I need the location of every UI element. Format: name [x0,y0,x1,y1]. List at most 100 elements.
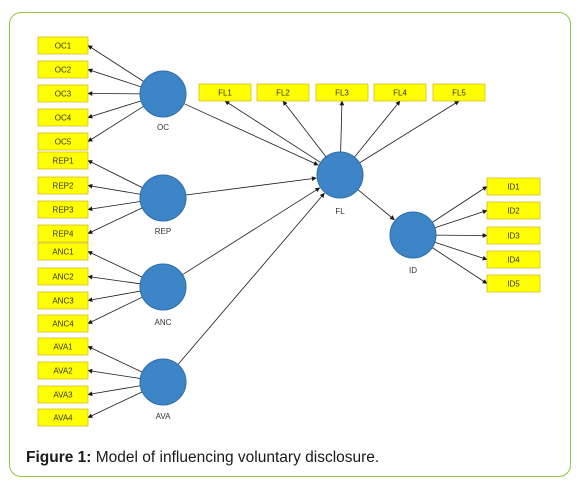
indicator-label-id3: ID3 [507,232,520,241]
indicator-box-oc2 [37,60,89,79]
indicator-label-fl2: FL2 [276,89,290,98]
indicator-box-fl4 [373,83,427,102]
latent-node-id [389,211,437,259]
loading-arrow-anc1 [87,251,143,278]
loading-arrow-oc2 [87,68,142,88]
indicator-box-rep2 [37,176,89,195]
indicator-box-ava1 [37,337,89,356]
loading-arrow-ava2 [87,368,141,379]
loading-arrow-id2 [434,209,488,229]
loading-arrow-fl2 [282,100,327,158]
indicator-box-oc1 [37,36,89,55]
loading-arrow-fl1 [224,100,321,163]
loading-arrow-oc5 [87,105,144,142]
loading-arrow-id1 [432,186,488,223]
indicator-label-oc1: OC1 [55,42,72,51]
path-arrow-ava-to-fl [177,192,325,365]
path-arrow-oc-to-fl [183,103,319,166]
figure-caption: Figure 1: Model of influencing voluntary… [26,449,379,467]
indicator-label-anc3: ANC3 [52,297,74,306]
loading-arrow-anc2 [87,274,141,285]
indicator-box-anc1 [37,242,89,261]
loading-arrow-anc3 [87,290,141,303]
loading-arrow-rep4 [87,207,143,234]
indicator-box-anc2 [37,267,89,286]
indicator-label-id1: ID1 [507,183,520,192]
indicator-box-oc3 [37,84,89,103]
indicator-label-oc2: OC2 [55,66,72,75]
loading-arrow-rep1 [87,160,143,189]
loading-arrow-anc4 [87,296,143,324]
indicator-box-id4 [486,250,541,269]
indicator-label-anc4: ANC4 [52,320,74,329]
indicator-label-ava2: AVA2 [53,367,73,376]
loading-arrow-rep3 [87,201,141,212]
latent-label-id: ID [409,266,417,275]
indicator-box-ava2 [37,361,89,380]
caption-label: Figure 1: [26,449,92,466]
indicator-box-rep1 [37,151,89,170]
loading-arrow-fl5 [359,100,460,164]
loading-arrow-id5 [432,247,488,284]
indicator-label-ava1: AVA1 [53,343,73,352]
indicator-box-ava4 [37,408,89,427]
indicator-label-fl5: FL5 [452,89,466,98]
latent-node-oc [139,70,187,118]
indicator-label-anc1: ANC1 [52,248,74,257]
indicator-box-ava3 [37,385,89,404]
indicator-label-rep4: REP4 [53,230,74,239]
latent-label-anc: ANC [155,318,172,327]
indicator-label-id4: ID4 [507,256,520,265]
indicators-layer: OC1OC2OC3OC4OC5REP1REP2REP3REP4ANC1ANC2A… [37,36,541,427]
latent-label-ava: AVA [156,412,171,421]
indicator-label-id2: ID2 [507,207,520,216]
indicator-box-fl3 [315,83,369,102]
latent-node-fl [316,151,364,199]
indicator-box-fl2 [256,83,310,102]
loading-arrow-oc4 [87,100,142,119]
indicator-box-rep3 [37,200,89,219]
indicator-label-anc2: ANC2 [52,273,74,282]
indicator-box-id3 [486,226,541,245]
caption-text: Model of influencing voluntary disclosur… [91,449,380,466]
latent-label-oc: OC [157,123,169,132]
arrows-layer [87,45,488,418]
loading-arrow-ava4 [87,391,143,418]
indicator-label-rep1: REP1 [53,157,74,166]
indicator-box-oc4 [37,108,89,127]
indicator-box-fl5 [432,83,486,102]
path-arrow-rep-to-fl [185,176,317,196]
loading-arrow-rep2 [87,183,141,195]
indicator-box-id1 [486,177,541,196]
indicator-label-id5: ID5 [507,280,520,289]
loading-arrow-id4 [434,241,488,261]
indicator-box-id2 [486,201,541,220]
indicator-box-oc5 [37,132,89,151]
latent-node-rep [139,174,187,222]
latent-node-ava [139,358,187,406]
loading-arrow-oc1 [87,45,144,82]
loading-arrow-ava1 [87,346,143,373]
path-arrow-anc-to-fl [182,187,321,276]
loading-arrow-ava3 [87,385,141,397]
latent-node-anc [139,263,187,311]
indicator-label-oc4: OC4 [55,114,72,123]
indicator-box-rep4 [37,224,89,243]
indicator-label-ava3: AVA3 [53,391,73,400]
indicator-box-anc3 [37,291,89,310]
indicator-label-fl4: FL4 [393,89,407,98]
indicator-box-fl1 [198,83,252,102]
indicator-label-fl1: FL1 [218,89,232,98]
indicator-box-anc4 [37,314,89,333]
loading-arrow-fl4 [354,100,401,158]
indicator-label-oc5: OC5 [55,138,72,147]
path-arrow-fl-to-id [357,189,395,221]
indicator-box-id5 [486,274,541,293]
indicator-label-fl3: FL3 [335,89,349,98]
indicator-label-rep2: REP2 [53,182,74,191]
latent-label-fl: FL [335,207,345,216]
indicator-label-ava4: AVA4 [53,414,73,423]
loading-arrow-fl3 [339,100,345,153]
